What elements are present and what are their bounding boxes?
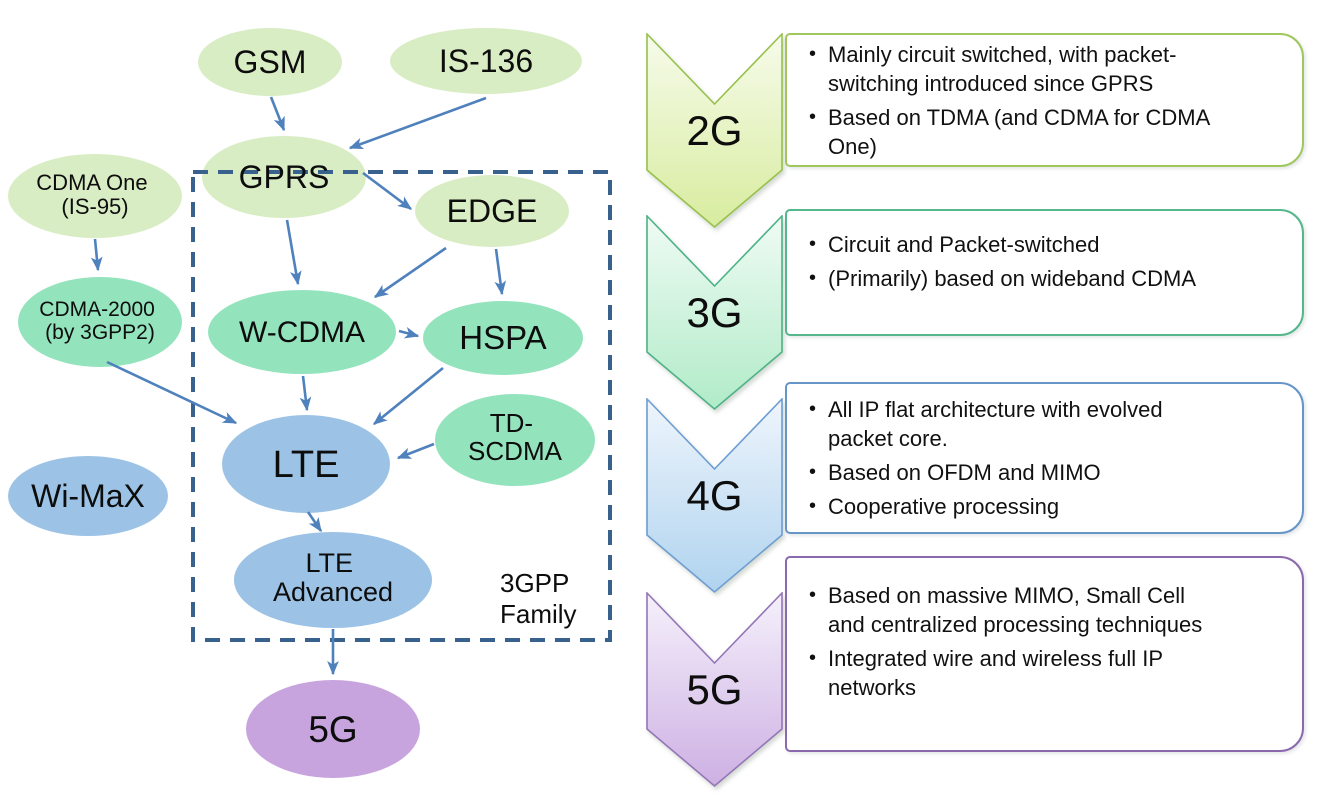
bullet-icon: • [809, 495, 817, 517]
chevron-4g: 4G [646, 398, 783, 594]
chevron-2g-shape [646, 33, 783, 229]
node-cdma-one-shape [8, 154, 182, 238]
bullet-text: Based on TDMA (and CDMA for CDMA One) [828, 104, 1211, 159]
list-item: • All IP flat architecture with evolved … [809, 395, 1288, 453]
arrow-edge-to-hspa [494, 248, 507, 296]
bullet-icon: • [809, 42, 817, 65]
node-gprs-shape [202, 136, 366, 218]
arrow-edge-to-w-cdma [373, 246, 447, 299]
arrow-w-cdma-to-lte [299, 375, 312, 412]
chevron-2g-label: 2G [686, 107, 742, 154]
infobox-4g: • All IP flat architecture with evolved … [785, 382, 1304, 534]
node-lte-label: LTE [273, 444, 340, 486]
list-item: • Circuit and Packet-switched [809, 230, 1288, 259]
flowchart-arrows [90, 96, 507, 676]
arrow-lte-to-lte-advanced [306, 511, 323, 533]
node-is136-shape [390, 28, 582, 94]
bullet-icon: • [809, 233, 817, 255]
list-item: • Integrated wire and wireless full IP n… [809, 644, 1288, 702]
bullet-text: Integrated wire and wireless full IP net… [828, 645, 1164, 700]
list-item: • (Primarily) based on wideband CDMA [809, 264, 1288, 293]
arrow-cdma-2000-to-lte [106, 360, 238, 425]
arrow-gprs-to-edge [362, 171, 413, 211]
chevron-3g: 3G [646, 215, 783, 411]
node-edge-shape [415, 175, 569, 247]
node-td-scdma-shape [435, 394, 595, 486]
flowchart-labels: GSM IS-136 CDMA One (IS-95) GPRS EDGE CD… [31, 43, 576, 750]
arrow-gsm-to-gprs [269, 96, 286, 132]
chevron-2g: 2G [646, 33, 783, 229]
node-cdma-one-label: CDMA One (IS-95) [36, 170, 153, 219]
node-hspa-shape [423, 301, 583, 375]
chevron-3g-shape [646, 215, 783, 411]
bullet-text: (Primarily) based on wideband CDMA [828, 266, 1197, 291]
node-gsm-label: GSM [234, 44, 307, 80]
node-gprs-label: GPRS [239, 159, 330, 195]
node-w-cdma-shape [208, 290, 396, 374]
node-is136-label: IS-136 [439, 43, 533, 79]
infobox-2g: • Mainly circuit switched, with packet- … [785, 33, 1304, 167]
bullet-text: Circuit and Packet-switched [828, 232, 1100, 257]
node-edge-label: EDGE [447, 193, 538, 229]
node-5g-label: 5G [308, 709, 357, 750]
node-lte-advanced-label: LTE Advanced [273, 548, 393, 607]
bullet-icon: • [809, 398, 817, 420]
bullet-icon: • [809, 461, 817, 483]
list-item: • Cooperative processing [809, 492, 1288, 521]
list-item: • Mainly circuit switched, with packet- … [809, 40, 1288, 98]
arrow-hspa-to-lte [372, 366, 444, 426]
node-wi-max-shape [8, 456, 168, 536]
infobox-3g: • Circuit and Packet-switched • (Primari… [785, 209, 1304, 336]
chevron-4g-label: 4G [686, 472, 742, 519]
arrow-td-scdma-to-lte [396, 442, 435, 460]
bullet-text: Based on massive MIMO, Small Cell and ce… [828, 582, 1203, 637]
3gpp-family-boundary [191, 170, 612, 642]
3gpp-family-label: 3GPP Family [500, 568, 577, 629]
flowchart-nodes [8, 28, 595, 778]
bullet-icon: • [809, 267, 817, 289]
bullet-text: Cooperative processing [828, 494, 1060, 519]
bullet-text: Based on OFDM and MIMO [828, 460, 1101, 485]
node-lte-advanced-shape [234, 532, 432, 628]
list-item: • Based on OFDM and MIMO [809, 458, 1288, 487]
arrow-gprs-to-w-cdma [285, 219, 302, 286]
bullet-icon: • [809, 646, 817, 669]
chevron-4g-shape [646, 398, 783, 594]
node-w-cdma-label: W-CDMA [239, 316, 365, 349]
arrow-is136-to-gprs [348, 96, 487, 150]
chevron-5g: 5G [646, 592, 783, 788]
infobox-5g: • Based on massive MIMO, Small Cell and … [785, 556, 1304, 752]
node-cdma-2000-shape [18, 277, 182, 367]
chevron-3g-label: 3G [686, 289, 742, 336]
arrow-w-cdma-to-hspa [398, 327, 420, 339]
bullet-icon: • [809, 105, 817, 128]
node-hspa-label: HSPA [459, 319, 546, 356]
node-lte-shape [222, 415, 390, 513]
technology-flowchart: GSM IS-136 CDMA One (IS-95) GPRS EDGE CD… [8, 28, 612, 778]
bullet-text: All IP flat architecture with evolved pa… [828, 397, 1163, 451]
chevron-5g-label: 5G [686, 666, 742, 713]
arrow-cdma-one-to-cdma-2000 [90, 238, 103, 272]
bullet-text: Mainly circuit switched, with packet- sw… [828, 41, 1177, 96]
chevron-5g-shape [646, 592, 783, 788]
node-gsm-shape [198, 28, 342, 96]
list-item: • Based on massive MIMO, Small Cell and … [809, 581, 1288, 639]
list-item: • Based on TDMA (and CDMA for CDMA One) [809, 103, 1288, 161]
node-wi-max-label: Wi-MaX [31, 478, 145, 514]
node-5g-shape [246, 680, 420, 778]
node-td-scdma-label: TD- SCDMA [468, 408, 563, 466]
node-cdma-2000-label: CDMA-2000 (by 3GPP2) [39, 298, 160, 344]
bullet-icon: • [809, 583, 817, 606]
